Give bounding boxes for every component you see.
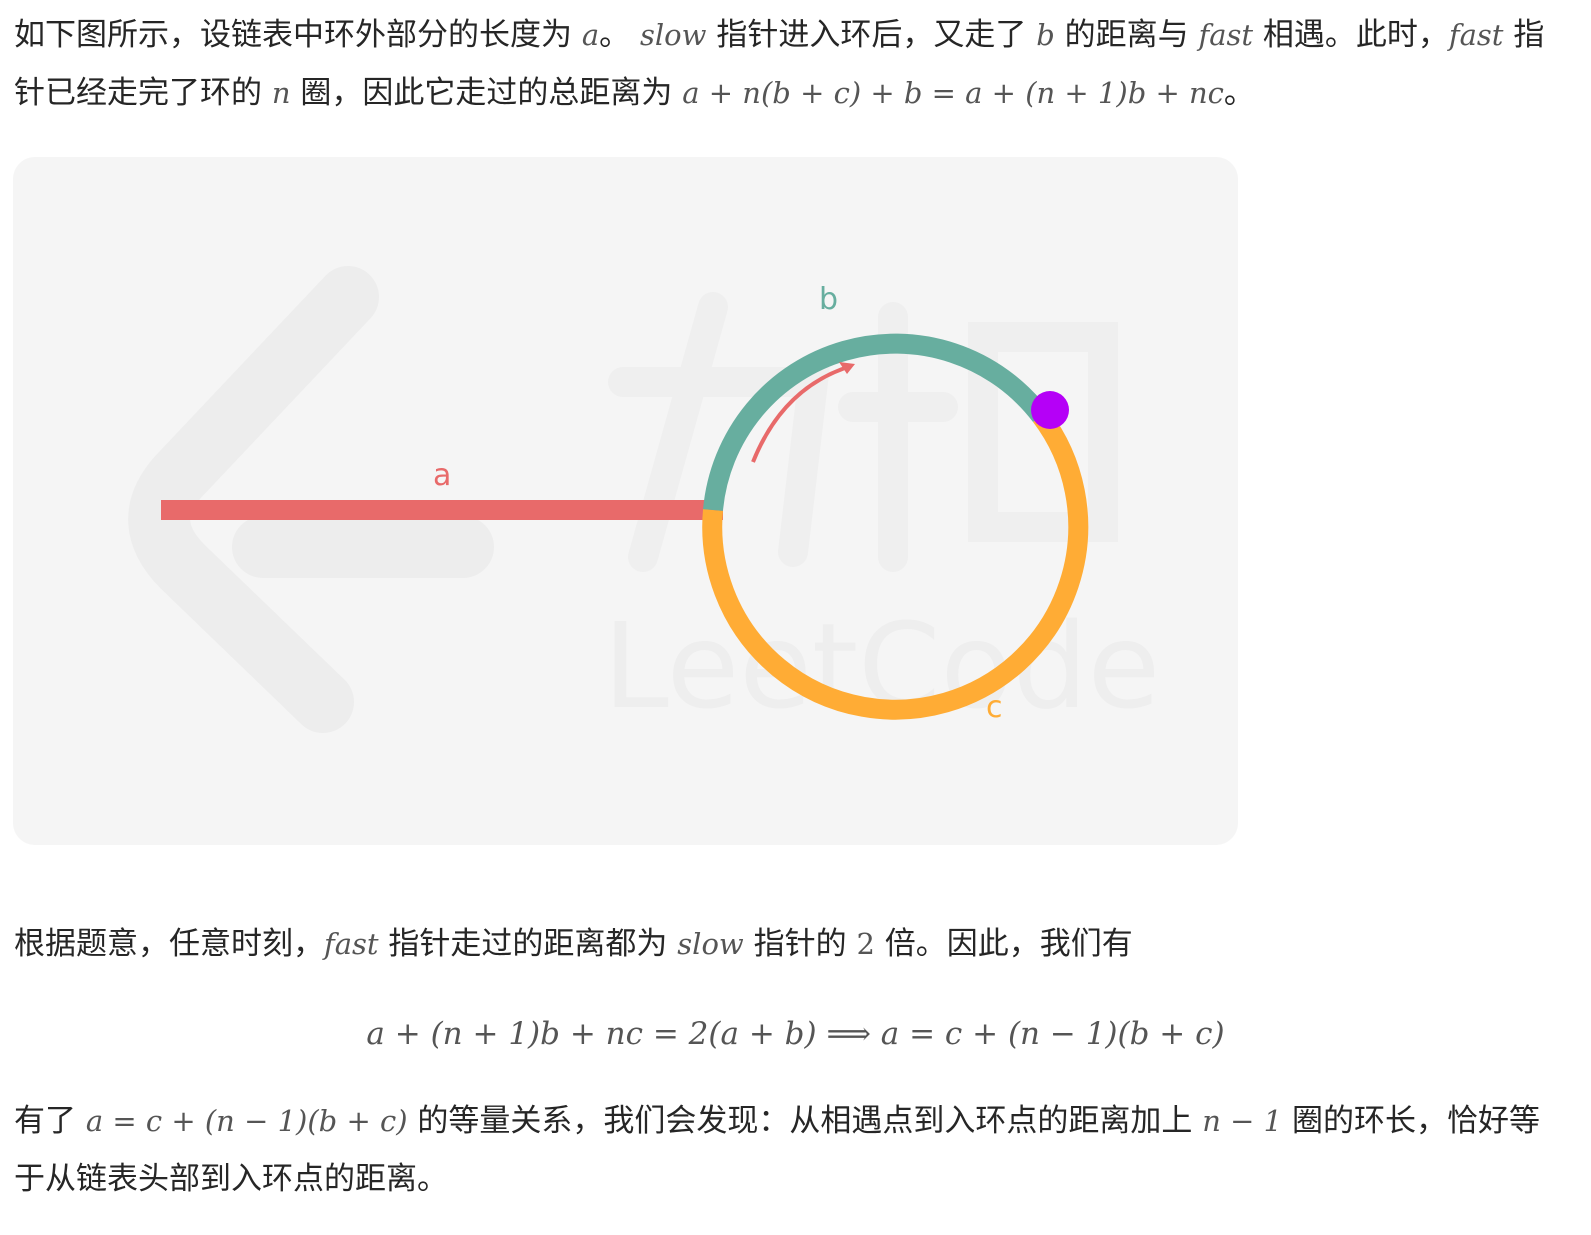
math-fast: fast (1448, 18, 1504, 52)
cycle-arc-c (702, 409, 1089, 720)
direction-arrow (751, 364, 852, 463)
text-segment: 指针的 (753, 926, 847, 962)
text-segment: 指针走过的距离都为 (388, 926, 668, 962)
text-segment: 指针已经走完了环的 (14, 17, 1545, 111)
text-segment: 的距离与 (1064, 17, 1189, 53)
label-b: b (819, 282, 838, 317)
conclusion-paragraph: 有了 a = c + (n − 1)(b + c) 的等量关系，我们会发现：从相… (14, 1092, 1554, 1208)
math-total-distance: a + n(b + c) + b = a + (n + 1)b + nc (682, 76, 1224, 110)
text-segment: 指针进入环后，又走了 (716, 17, 1027, 53)
figure-canvas: LeetCode a b c (13, 157, 1238, 845)
math-slow: slow (640, 18, 707, 52)
text-segment: 根据题意，任意时刻， (14, 926, 324, 962)
linked-list-cycle-figure: LeetCode a b c (13, 157, 1238, 845)
arrow-head (839, 362, 855, 374)
math-relation: a = c + (n − 1)(b + c) (85, 1104, 408, 1138)
equation-text: a + (n + 1)b + nc = 2(a + b) ⟹ a = c + (… (366, 1016, 1225, 1052)
math-n: n (271, 76, 291, 110)
math-a: a (581, 18, 600, 52)
math-fast: fast (1198, 18, 1254, 52)
text-segment: 圈的环长，恰好等于从链表头部到入环点的距离。 (14, 1103, 1540, 1197)
text-segment: 有了 (14, 1103, 76, 1139)
text-segment: 相遇。此时， (1262, 17, 1449, 53)
cycle-arc-b (703, 333, 1049, 511)
relation-paragraph: 根据题意，任意时刻，fast 指针走过的距离都为 slow 指针的 2 倍。因此… (14, 915, 1554, 973)
text-segment: 。 (1223, 75, 1255, 111)
intro-paragraph: 如下图所示，设链表中环外部分的长度为 a。 slow 指针进入环后，又走了 b … (14, 6, 1554, 122)
meeting-point (1031, 391, 1069, 429)
text-segment: 。 (599, 17, 631, 53)
math-two: 2 (856, 927, 875, 961)
display-equation: a + (n + 1)b + nc = 2(a + b) ⟹ a = c + (… (0, 1005, 1591, 1068)
text-segment: 如下图所示，设链表中环外部分的长度为 (14, 17, 572, 53)
text-segment: 倍。因此，我们有 (884, 926, 1133, 962)
math-b: b (1036, 18, 1055, 52)
math-n-minus-one: n − 1 (1202, 1104, 1283, 1138)
text-segment: 的等量关系，我们会发现：从相遇点到入环点的距离加上 (417, 1103, 1193, 1139)
text-segment: 圈，因此它走过的总距离为 (300, 75, 673, 111)
leetcode-watermark-logo (128, 266, 494, 733)
math-fast: fast (324, 927, 379, 961)
label-c: c (986, 690, 1003, 725)
math-slow: slow (677, 927, 744, 961)
label-a: a (433, 458, 451, 493)
